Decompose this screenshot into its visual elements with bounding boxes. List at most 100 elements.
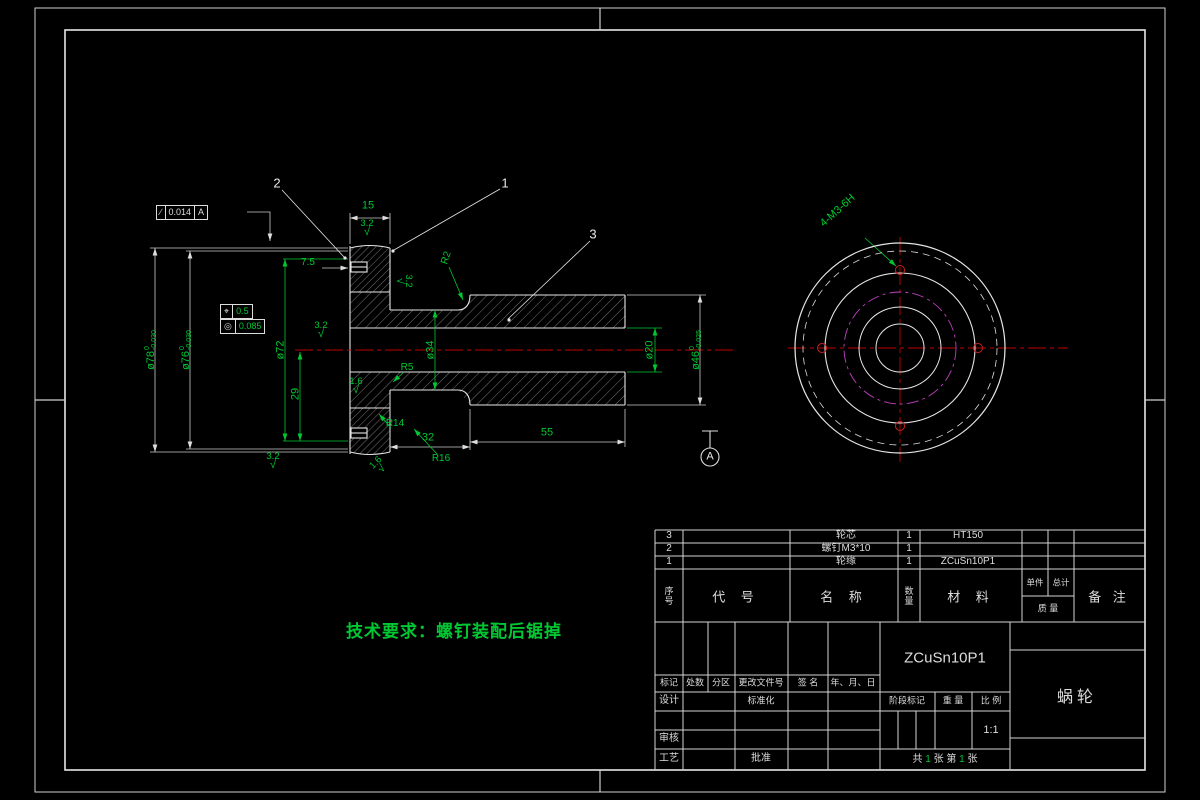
dim-r16: R16 [431, 453, 451, 464]
part-row-material: ZCuSn10P1 [940, 556, 996, 567]
header-total-mass: 总计 [1052, 577, 1070, 588]
header-seq-1: 序 [664, 586, 674, 596]
header-material: 材 料 [947, 589, 995, 605]
tol-lower: -0.030 [186, 330, 193, 350]
part-row-material: HT150 [952, 530, 984, 541]
part-row-no: 2 [666, 543, 672, 554]
label-scale: 比 例 [980, 695, 1002, 706]
sheet-page-num: 1 [959, 754, 965, 765]
header-qty-2: 量 [904, 596, 914, 606]
sheet-total-suffix: 张 [933, 754, 944, 765]
tol-upper: 0 [179, 346, 186, 350]
surface-finish-bottom: 3.2 √ [266, 451, 280, 471]
label-sign: 签 名 [797, 677, 819, 688]
label-standardize: 标准化 [747, 695, 775, 706]
label-approve: 批准 [751, 753, 771, 764]
finish-value: 1.6 [349, 376, 363, 387]
label-date: 年、月、日 [830, 677, 876, 688]
label-design: 设计 [659, 695, 679, 706]
dim-od76: ø76 0-0.030 [179, 330, 193, 370]
finish-check-icon: √ [317, 328, 325, 340]
header-unit-mass: 单件 [1026, 577, 1044, 588]
dim-od46: ø46 0-0.025 [689, 330, 703, 370]
label-stage-mark: 阶段标记 [888, 695, 926, 706]
tol-lower: -0.030 [151, 330, 158, 350]
tol-lower: -0.025 [696, 330, 703, 350]
header-seq: 序 号 [664, 586, 673, 606]
tol-upper: 0 [689, 346, 696, 350]
label-count: 处数 [685, 677, 705, 688]
balloon-3: 3 [589, 226, 597, 242]
header-mass: 质 量 [1037, 603, 1059, 614]
header-seq-2: 号 [664, 596, 674, 606]
balloon-1: 1 [501, 175, 509, 191]
end-view [788, 237, 1068, 462]
concentricity-symbol-icon: ◎ [224, 321, 232, 331]
runout-symbol-icon: ∕ [160, 207, 162, 217]
sheet-page-prefix: 第 [946, 754, 957, 765]
datum-a-label: A [706, 450, 714, 463]
part-row-qty: 1 [906, 543, 912, 554]
label-process: 工艺 [659, 753, 679, 764]
dimension-lines-white [150, 211, 706, 453]
sheet-info: 共 1 张 第 1 张 [912, 755, 977, 765]
part-row-qty: 1 [906, 556, 912, 567]
part-row-name: 轮缘 [836, 556, 856, 567]
sheet-total-prefix: 共 [912, 754, 923, 765]
label-change-file: 更改文件号 [738, 677, 784, 688]
sheet-page-suffix: 张 [967, 754, 978, 765]
header-qty: 数 量 [904, 586, 913, 606]
finish-check-icon: √ [375, 462, 389, 476]
dim-32: 32 [421, 431, 435, 444]
dim-text: ø46 [689, 350, 702, 370]
position-symbol-icon: ⌖ [224, 306, 230, 316]
part-row-name: 轮芯 [836, 530, 856, 541]
surface-finish-bore: 1.6 √ [349, 376, 363, 396]
dim-od34: ø34 [424, 340, 437, 360]
header-qty-1: 数 [904, 586, 914, 596]
surface-finish-top: 3.2 √ [360, 218, 374, 238]
fcf-position: ⌖ 0.5 [220, 304, 253, 319]
fcf-runout: ∕ 0.014 A [156, 205, 209, 220]
dim-55: 55 [540, 426, 554, 439]
header-remark: 备 注 [1088, 589, 1130, 605]
label-mark: 标记 [659, 677, 679, 688]
balloon-2: 2 [273, 175, 281, 191]
dim-od72: ø72 [274, 340, 287, 360]
finish-value: 3.2 [266, 451, 280, 462]
concentricity-value: 0.085 [234, 320, 265, 333]
header-code: 代 号 [712, 589, 760, 605]
dim-29: 29 [289, 387, 302, 401]
runout-datum: A [194, 206, 207, 219]
finish-value: 3.2 [360, 218, 374, 229]
dim-r14: R14 [385, 418, 405, 429]
surface-finish-rim: 3.2 √ [394, 274, 414, 287]
position-value: 0.5 [232, 305, 252, 318]
sheet-border [34, 7, 1166, 793]
balloon-leaders [281, 188, 591, 322]
fcf-concentricity: ◎ 0.085 [220, 319, 266, 334]
dimension-lines-green [282, 237, 897, 455]
part-row-no: 1 [666, 556, 672, 567]
sheet-total-num: 1 [925, 754, 931, 765]
label-zone: 分区 [711, 677, 731, 688]
finish-check-icon: √ [352, 384, 360, 396]
dim-text: ø78 [144, 350, 157, 370]
surface-finish-left: 3.2 √ [314, 321, 327, 340]
finish-check-icon: √ [363, 226, 371, 238]
part-name: 蜗轮 [1056, 689, 1098, 706]
tech-requirements: 技术要求：螺钉装配后锯掉 [346, 622, 562, 641]
section-view [349, 244, 720, 467]
title-block-grid [654, 529, 1145, 770]
dim-od78: ø78 0-0.030 [144, 330, 158, 370]
label-check: 审核 [659, 733, 679, 744]
tol-upper: 0 [144, 346, 151, 350]
dim-id20: ø20 [643, 340, 656, 360]
dim-text: ø76 [179, 350, 192, 370]
part-row-no: 3 [666, 530, 672, 541]
finish-check-icon: √ [269, 459, 277, 471]
part-row-qty: 1 [906, 530, 912, 541]
scale-value: 1:1 [983, 724, 999, 736]
